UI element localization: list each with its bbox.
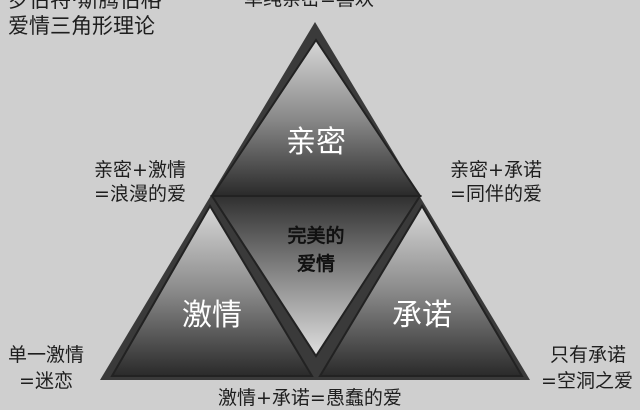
- commitment-triangle: [318, 204, 524, 377]
- perfect-love-line1: 完美的: [287, 224, 344, 247]
- commitment-label: 承诺: [392, 298, 452, 333]
- top-label: 单纯亲密=喜欢: [244, 0, 374, 11]
- fatuous-love-label: 激情+承诺=愚蠢的爱: [218, 387, 402, 409]
- empty-love-line2: =空洞之爱: [541, 370, 633, 392]
- author-label: 罗伯特·斯腾伯格: [8, 0, 162, 12]
- passion-label: 激情: [182, 298, 242, 333]
- romantic-love-line2: =浪漫的爱: [94, 183, 186, 205]
- intimacy-triangle: [210, 38, 422, 197]
- empty-love-line1: 只有承诺: [549, 344, 626, 366]
- infatuation-line1: 单一激情: [7, 344, 84, 366]
- companionate-love-line1: 亲密+承诺: [450, 159, 542, 181]
- perfect-love-line2: 爱情: [297, 252, 335, 275]
- diagram-title: 爱情三角形理论: [8, 14, 155, 38]
- intimacy-label: 亲密: [286, 125, 346, 160]
- infatuation-line2: =迷恋: [19, 370, 73, 392]
- perfect-love-triangle: [210, 195, 422, 358]
- love-triangle-diagram: 亲密 激情 承诺 完美的 爱情: [100, 22, 530, 380]
- romantic-love-line1: 亲密+激情: [94, 159, 186, 181]
- passion-triangle: [110, 204, 314, 377]
- companionate-love-line2: =同伴的爱: [450, 183, 542, 205]
